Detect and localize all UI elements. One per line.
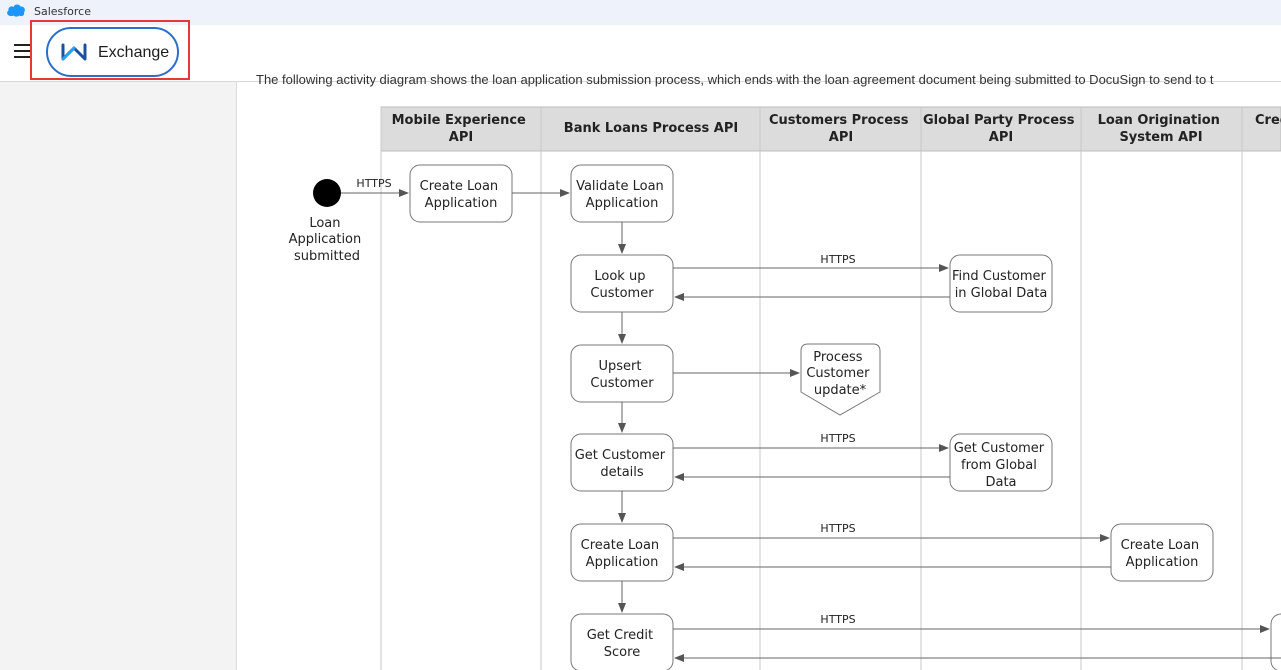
edge-label-https-1: HTTPS xyxy=(356,177,391,190)
node-find-customer-global xyxy=(949,254,1053,313)
browser-tab-title: Salesforce xyxy=(34,5,91,18)
exchange-logo-icon xyxy=(61,43,87,61)
start-node-label: Loan Application submitted xyxy=(289,216,366,264)
node-upsert-customer-label: Upsert Customer xyxy=(590,359,654,391)
node-create-loan-bank-label: Create Loan Application xyxy=(581,538,664,570)
exchange-label: Exchange xyxy=(98,44,170,61)
lane-header-customers: Customers Process API xyxy=(769,113,913,145)
edge-label-https-4: HTTPS xyxy=(820,522,855,535)
node-validate-loan-label: Validate Loan Application xyxy=(576,179,668,211)
node-look-up-customer-label: Look up Customer xyxy=(590,269,654,301)
node-get-customer-global xyxy=(949,433,1053,492)
app-header xyxy=(0,25,1281,82)
node-find-customer-global-label: Find Customer in Global Data xyxy=(952,269,1050,301)
hamburger-menu-icon[interactable] xyxy=(14,44,30,58)
edge-label-https-5: HTTPS xyxy=(820,613,855,626)
node-process-customer-update-label: Process Customer update* xyxy=(806,350,873,398)
node-get-customer-details-label: Get Customer details xyxy=(575,448,670,480)
highlight-box xyxy=(30,20,190,80)
node-credit-partial xyxy=(1270,613,1281,670)
node-create-loan-los-label: Create Loan Application xyxy=(1121,538,1204,570)
exchange-app-button[interactable]: Exchange xyxy=(46,27,179,77)
intro-paragraph: The following activity diagram shows the… xyxy=(256,72,1214,87)
lane-header-loan-origination: Loan Origination System API xyxy=(1098,113,1225,145)
node-create-loan-los xyxy=(1110,523,1214,582)
edge-label-https-2: HTTPS xyxy=(820,253,855,266)
lane-header-bank-loans: Bank Loans Process API xyxy=(564,121,738,136)
edge-label-https-3: HTTPS xyxy=(820,432,855,445)
node-process-customer-update xyxy=(800,343,881,416)
browser-tab-bar: Salesforce xyxy=(0,0,1281,25)
node-get-credit-score xyxy=(570,613,674,670)
activity-diagram: Mobile Experience API Bank Loans Process… xyxy=(289,106,1281,670)
left-sidebar xyxy=(0,82,237,670)
node-get-credit-score-label: Get Credit Score xyxy=(587,628,658,660)
lane-header-mobile: Mobile Experience API xyxy=(392,113,531,145)
start-node xyxy=(313,179,341,207)
lane-header-band xyxy=(380,106,1281,152)
salesforce-cloud-icon xyxy=(7,4,25,17)
node-create-loan-mobile-label: Create Loan Application xyxy=(420,179,503,211)
lane-header-global-party: Global Party Process API xyxy=(923,113,1079,145)
node-get-customer-global-label: Get Customer from Global Data xyxy=(954,441,1049,490)
lane-header-credit: Cred xyxy=(1255,113,1281,128)
